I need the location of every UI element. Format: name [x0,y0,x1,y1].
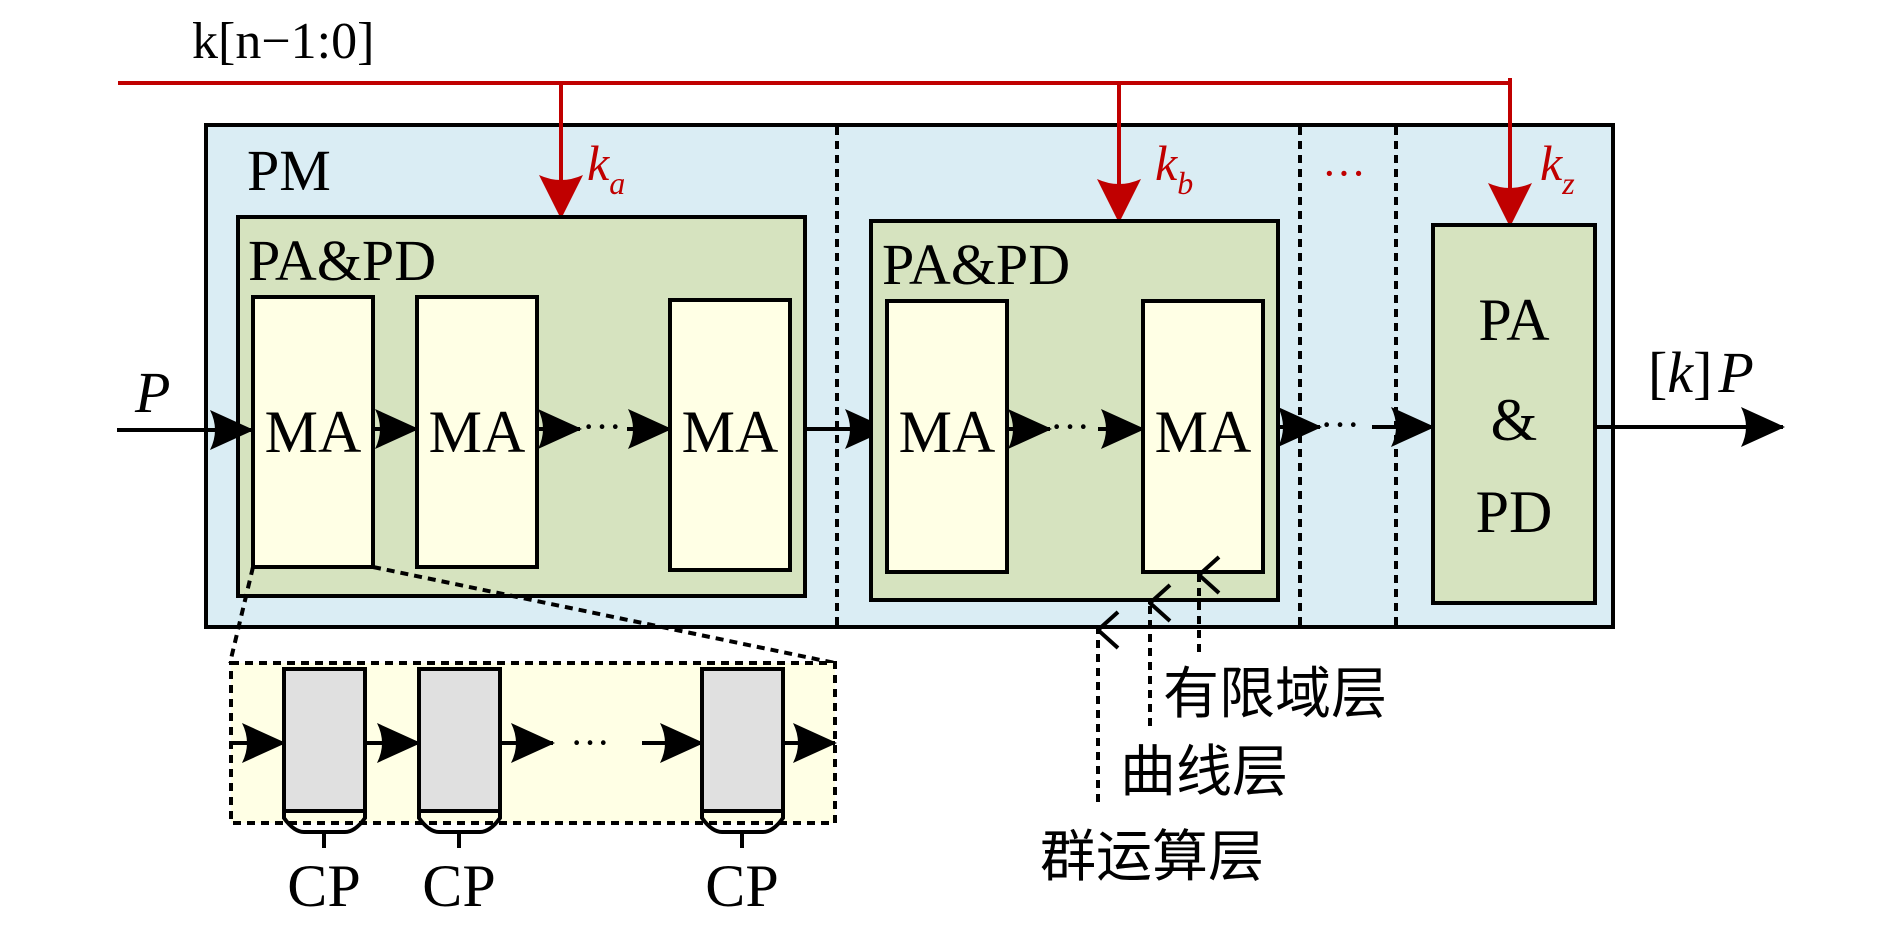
output-label: [k]P [1648,340,1754,405]
papd-z-line: PA [1478,287,1549,353]
red-ellipsis: ··· [1322,149,1366,198]
ellipsis: ··· [582,404,622,449]
papd-box-z [1431,223,1597,605]
key-bus-label: k[n−1:0] [192,13,374,70]
stage-z: kz PA & PD [1431,83,1597,605]
layer-annotations: 有限域层 曲线层 群运算层 [1040,575,1387,890]
key-z-label: kz [1540,135,1575,201]
cp-register [700,667,785,813]
ma-unit [251,295,375,569]
papd-z-line: PD [1476,479,1553,545]
group-operation-layer-label: 群运算层 [1040,825,1264,890]
zoom-line [372,565,836,665]
ma-detail: CP CP CP ··· [229,661,837,919]
ellipsis: ··· [570,720,610,765]
ma-label: MA [265,399,362,465]
ellipsis: ··· [1050,404,1090,449]
cp-label: CP [422,853,495,919]
zoom-line [228,566,255,664]
key-a-label: ka [587,135,625,201]
curve-layer-label: 曲线层 [1120,740,1288,805]
ma-unit [885,299,1009,574]
cp-unit: CP [700,667,785,919]
ma-label: MA [682,399,779,465]
ma-label: MA [1155,399,1252,465]
cp-label: CP [705,853,778,919]
stage-a: ka PA&PD MA MA MA ··· [236,83,807,598]
input-label: P [134,360,170,425]
cp-register [417,667,502,813]
cp-unit: CP [417,667,502,919]
between-stage-ellipsis: ··· [1320,402,1360,447]
papd-a-title: PA&PD [248,228,436,293]
papd-b-title: PA&PD [882,232,1070,297]
papd-z-line: & [1491,387,1538,453]
stage-b: kb PA&PD MA MA ··· [869,83,1280,602]
cp-register [282,667,367,813]
ma-label: MA [899,399,996,465]
ma-unit [415,295,539,569]
pm-label: PM [247,138,331,203]
ma-unit [668,298,792,572]
key-b-label: kb [1155,135,1193,201]
ma-label: MA [429,399,526,465]
finite-field-layer-label: 有限域层 [1163,662,1387,727]
cp-unit: CP [282,667,367,919]
cp-label: CP [287,853,360,919]
key-bus: k[n−1:0] [118,13,1512,88]
